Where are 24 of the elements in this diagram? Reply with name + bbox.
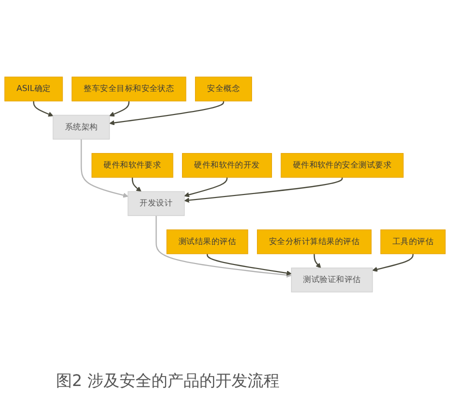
node-box: 硬件和软件的安全测试要求 bbox=[280, 153, 404, 178]
node-box: 整车安全目标和安全状态 bbox=[72, 76, 186, 102]
arrow bbox=[33, 101, 54, 117]
node-box: 工具的评估 bbox=[380, 229, 446, 254]
arrow bbox=[109, 101, 224, 126]
caption: 图2 涉及安全的产品的开发流程 bbox=[56, 371, 280, 392]
node-box: 开发设计 bbox=[128, 191, 185, 216]
arrow bbox=[184, 177, 343, 203]
arrow bbox=[206, 254, 292, 276]
arrow bbox=[184, 177, 228, 198]
arrow bbox=[372, 254, 414, 272]
node-box: 安全概念 bbox=[195, 76, 252, 102]
arrow bbox=[109, 101, 130, 117]
arrow bbox=[314, 254, 322, 268]
arrow bbox=[80, 139, 128, 198]
node-box: 硬件和软件的开发 bbox=[182, 153, 272, 178]
node-box: 安全分析计算结果的评估 bbox=[256, 229, 372, 254]
node-box: ASIL确定 bbox=[4, 76, 63, 102]
node-box: 系统架构 bbox=[52, 114, 110, 140]
node-box: 硬件和软件要求 bbox=[92, 153, 174, 178]
arrow bbox=[132, 177, 142, 192]
node-box: 测试结果的评估 bbox=[166, 229, 248, 254]
arrow bbox=[156, 216, 292, 278]
node-box: 测试验证和评估 bbox=[291, 268, 373, 292]
